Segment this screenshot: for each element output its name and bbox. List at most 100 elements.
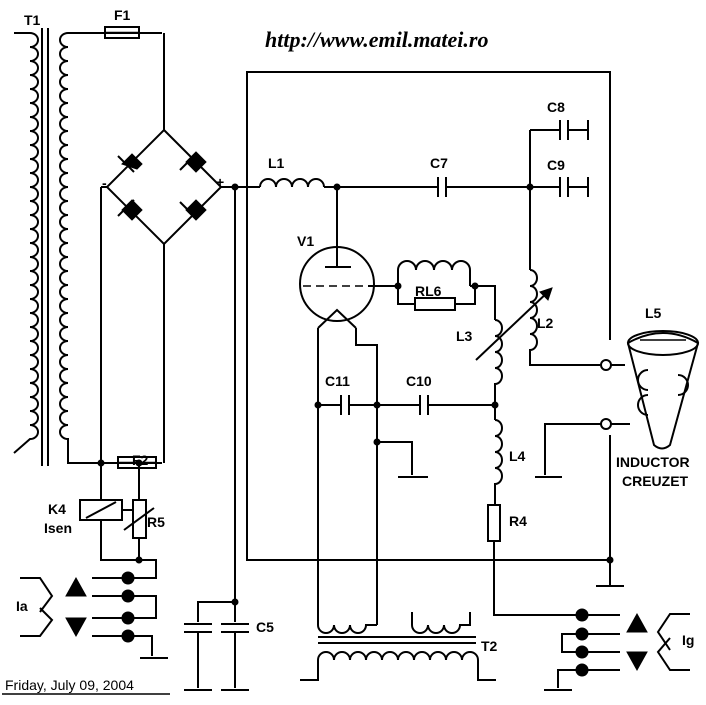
label-inductor: INDUCTOR [616,454,690,470]
filament-lead-right [355,328,378,625]
ia-arrow-down-icon [65,617,87,638]
junction-dot [394,282,402,290]
ia-ground-wire [128,635,153,656]
t1-secondary-winding [59,32,162,464]
label-l3: L3 [456,328,473,344]
ig-link [561,633,582,653]
date-stamp: Friday, July 09, 2004 [5,677,134,693]
label-t2: T2 [481,638,498,654]
inductor-l3 [494,319,503,420]
bridge-outline [105,128,223,246]
label-rl6: RL6 [415,283,442,299]
diode-4-bar [179,201,197,219]
label-k4: K4 [48,501,66,517]
label-l4: L4 [509,448,526,464]
ia-bracket-bottom [20,607,54,637]
terminal-circle [600,418,612,430]
ia-bracket-top [20,577,54,613]
label-ig: Ig [682,632,694,648]
diode-2-icon [185,151,207,173]
label-r4: R4 [509,513,527,529]
label-c7: C7 [430,155,448,171]
transformer-t2 [300,612,496,681]
t2-filament-winding [317,624,377,634]
label-v1: V1 [297,233,314,249]
inductor-l2 [529,269,600,366]
rl6-wire-right [455,286,476,305]
diode-2-bar [179,153,197,171]
junction-dot [135,556,143,564]
t2-primary-winding [300,651,496,681]
r5-variable-arrow [123,507,155,531]
diode-4-icon [185,199,207,221]
inductor-l4 [494,419,503,505]
label-c5: C5 [256,619,274,635]
diode-1-bar [117,155,135,173]
wire-r4-to-ig [493,541,582,616]
outer-frame-bottom [246,187,610,561]
label-t1: T1 [24,12,41,28]
junction-dot [135,459,143,467]
diode-3-bar [117,199,135,217]
ig-ground-wire [557,669,582,688]
ia-terminal [121,571,135,585]
ia-arrow-up-icon [65,576,87,597]
junction-dot [373,401,381,409]
junction-dot [97,459,105,467]
t1-primary-winding [13,32,39,454]
l3-top-wire [470,285,496,320]
t2-aux-winding [411,612,471,634]
crucible-rim [627,330,699,356]
outer-frame-top [246,71,611,340]
label-isen: Isen [44,520,72,536]
crucible-coil [637,369,649,416]
wire-k4-bottom [100,520,157,579]
label-ia: Ia [16,598,28,614]
wire-to-ground [377,441,413,475]
inductor-l1 [259,178,325,188]
label-l1: L1 [268,155,285,171]
crucible-body [626,332,700,450]
terminal-circle [600,359,612,371]
junction-dot [314,401,322,409]
label-c8: C8 [547,99,565,115]
transformer-t1 [13,28,162,466]
website-url: http://www.emil.matei.ro [265,27,488,52]
ig-bracket-top [656,613,690,651]
resistor-r4 [487,504,501,542]
arrow-head-icon [539,287,553,301]
label-f1: F1 [114,7,131,23]
junction-dot [606,556,614,564]
resistor-rl6 [414,297,456,311]
label-c10: C10 [406,373,432,389]
ig-arrow-down-icon [626,651,648,672]
inductor-rl6 [397,260,471,286]
capacitor-c5 [184,187,249,691]
tube-filament [317,308,357,329]
vacuum-tube-v1 [299,187,398,625]
connector-ig [544,608,690,691]
ig-bracket-bottom [656,637,690,671]
junction-dot [491,401,499,409]
label-l5: L5 [645,305,662,321]
rl6-wire-left [397,286,415,305]
c5-wire-left [197,601,235,622]
diode-3-icon [121,199,143,221]
inductor-l5-crucible [626,330,700,450]
wire-to-l5-bottom [544,423,601,475]
label-l2: L2 [537,315,554,331]
label-r5: R5 [147,514,165,530]
label-c11: C11 [325,373,350,389]
variable-arrow [475,289,551,361]
connector-ia [20,571,168,659]
relay-coil-mark [85,501,117,519]
label-minus: - [102,175,107,191]
ia-link [128,595,157,619]
bridge-rectifier [105,33,223,463]
label-c9: C9 [547,157,565,173]
label-plus: + [216,174,224,190]
crucible-coil-right [677,374,689,396]
ig-arrow-up-icon [626,612,648,633]
